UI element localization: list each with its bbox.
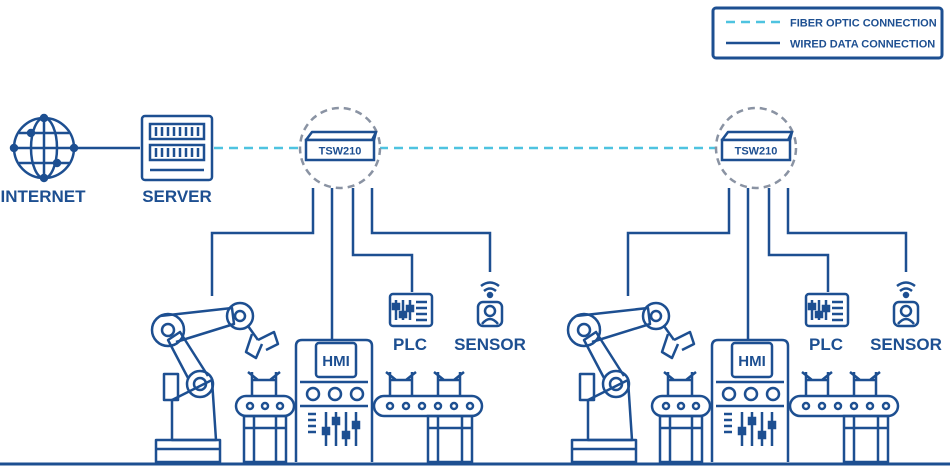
hmi-label: HMI	[322, 353, 350, 370]
sensor-label: SENSOR	[870, 335, 942, 354]
switch-label: TSW210	[319, 146, 362, 158]
sensor-label: SENSOR	[454, 335, 526, 354]
globe-icon	[9, 113, 79, 183]
plc-icon	[804, 292, 850, 328]
switch-icon	[720, 130, 794, 162]
server-label: SERVER	[142, 187, 212, 206]
robot-arm-icon	[150, 301, 280, 464]
hmi-panel-icon	[710, 338, 790, 462]
plc-label: PLC	[393, 335, 427, 354]
plc-icon	[388, 292, 434, 328]
switch-icon	[304, 130, 378, 162]
sensor-icon	[892, 281, 920, 328]
conveyor-icon	[788, 371, 900, 464]
internet-label: INTERNET	[1, 187, 87, 206]
wired-connections	[626, 188, 908, 340]
conveyor-icon	[234, 371, 296, 464]
robot-arm-icon	[566, 301, 696, 464]
plc-label: PLC	[809, 335, 843, 354]
switch-label: TSW210	[735, 146, 778, 158]
factory-cell-1: TSW210	[150, 106, 526, 464]
hmi-label: HMI	[738, 353, 766, 370]
factory-cell-2: TSW210	[566, 106, 942, 464]
legend: FIBER OPTIC CONNECTION WIRED DATA CONNEC…	[711, 6, 944, 60]
sensor-icon	[476, 281, 504, 328]
hmi-panel-icon	[294, 338, 374, 462]
conveyor-icon	[650, 371, 712, 464]
wired-legend-label: WIRED DATA CONNECTION	[790, 39, 935, 51]
fiber-legend-label: FIBER OPTIC CONNECTION	[790, 18, 937, 30]
server-icon	[140, 114, 214, 182]
conveyor-icon	[372, 371, 484, 464]
wired-connections	[210, 188, 492, 340]
